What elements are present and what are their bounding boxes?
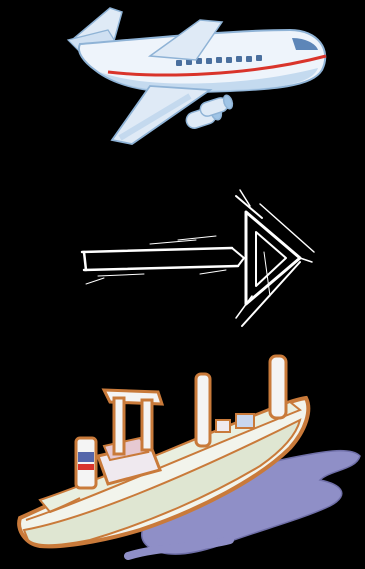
airplane-icon [68, 8, 326, 144]
cargo-ship-icon [19, 356, 360, 556]
sketch-arrow-icon [82, 190, 314, 326]
